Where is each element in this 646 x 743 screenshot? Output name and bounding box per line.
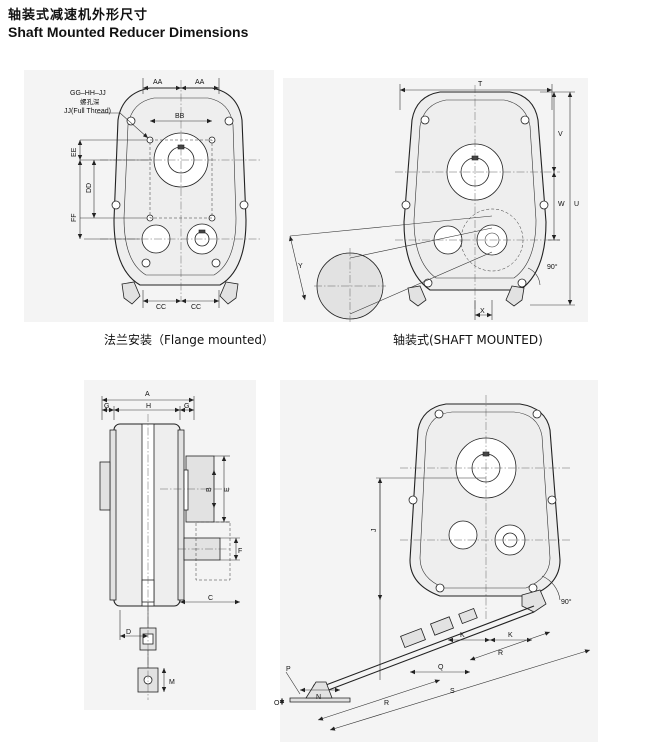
dim-w: W <box>558 201 565 208</box>
thread-note-label: JJ(Full Thread) <box>64 108 111 115</box>
dim-ff: FF <box>71 213 78 222</box>
page-title-english: Shaft Mounted Reducer Dimensions <box>8 24 249 40</box>
dim-b: B <box>206 487 213 492</box>
dim-h: H <box>146 403 151 410</box>
dim-y: Y <box>298 263 303 270</box>
dim-n: N <box>316 694 321 701</box>
dim-g-right: G <box>184 403 189 410</box>
dim-r-upper: R <box>498 650 503 657</box>
dim-aa-left: AA <box>153 79 163 86</box>
dim-o: O <box>274 700 280 707</box>
dim-f: F <box>238 548 242 555</box>
angle-90-tierod: 90° <box>561 598 572 606</box>
dim-j: J <box>371 529 378 533</box>
dim-k-right: K <box>508 632 513 639</box>
thread-depth-label-cn: 螺孔深 <box>80 97 100 106</box>
dim-c: C <box>208 595 213 602</box>
dim-a: A <box>145 391 150 398</box>
dim-p: P <box>286 666 291 673</box>
dim-cc-left: CC <box>156 304 166 311</box>
dim-r-lower: R <box>384 700 389 707</box>
dim-bb: BB <box>175 113 185 120</box>
dim-d: D <box>126 629 131 636</box>
shaft-mounted-drawing <box>288 84 575 322</box>
dim-m: M <box>169 679 175 686</box>
dim-cc-right: CC <box>191 304 201 311</box>
dim-x: X <box>480 308 485 315</box>
dim-s: S <box>450 688 455 695</box>
flange-mounted-caption: 法兰安装（Flange mounted） <box>104 333 274 347</box>
dim-t: T <box>478 81 483 88</box>
dim-g-left: G <box>104 403 109 410</box>
tie-rod-drawing <box>279 395 591 731</box>
thread-spec-label: GG–HH–JJ <box>70 90 106 97</box>
dim-k-left: K <box>460 632 465 639</box>
side-view-drawing <box>99 396 240 700</box>
dim-ee: EE <box>71 147 78 157</box>
dim-v: V <box>558 131 563 138</box>
flange-mounted-drawing <box>77 78 260 308</box>
dim-aa-right: AA <box>195 79 205 86</box>
dim-e: E <box>224 487 231 492</box>
page-title-chinese: 轴装式减速机外形尺寸 <box>8 8 149 23</box>
angle-90-shaft: 90° <box>547 263 558 271</box>
shaft-mounted-caption: 轴装式(SHAFT MOUNTED) <box>393 333 543 347</box>
dim-q: Q <box>438 664 444 671</box>
dim-dd: DD <box>86 183 93 193</box>
dim-u: U <box>574 201 579 208</box>
